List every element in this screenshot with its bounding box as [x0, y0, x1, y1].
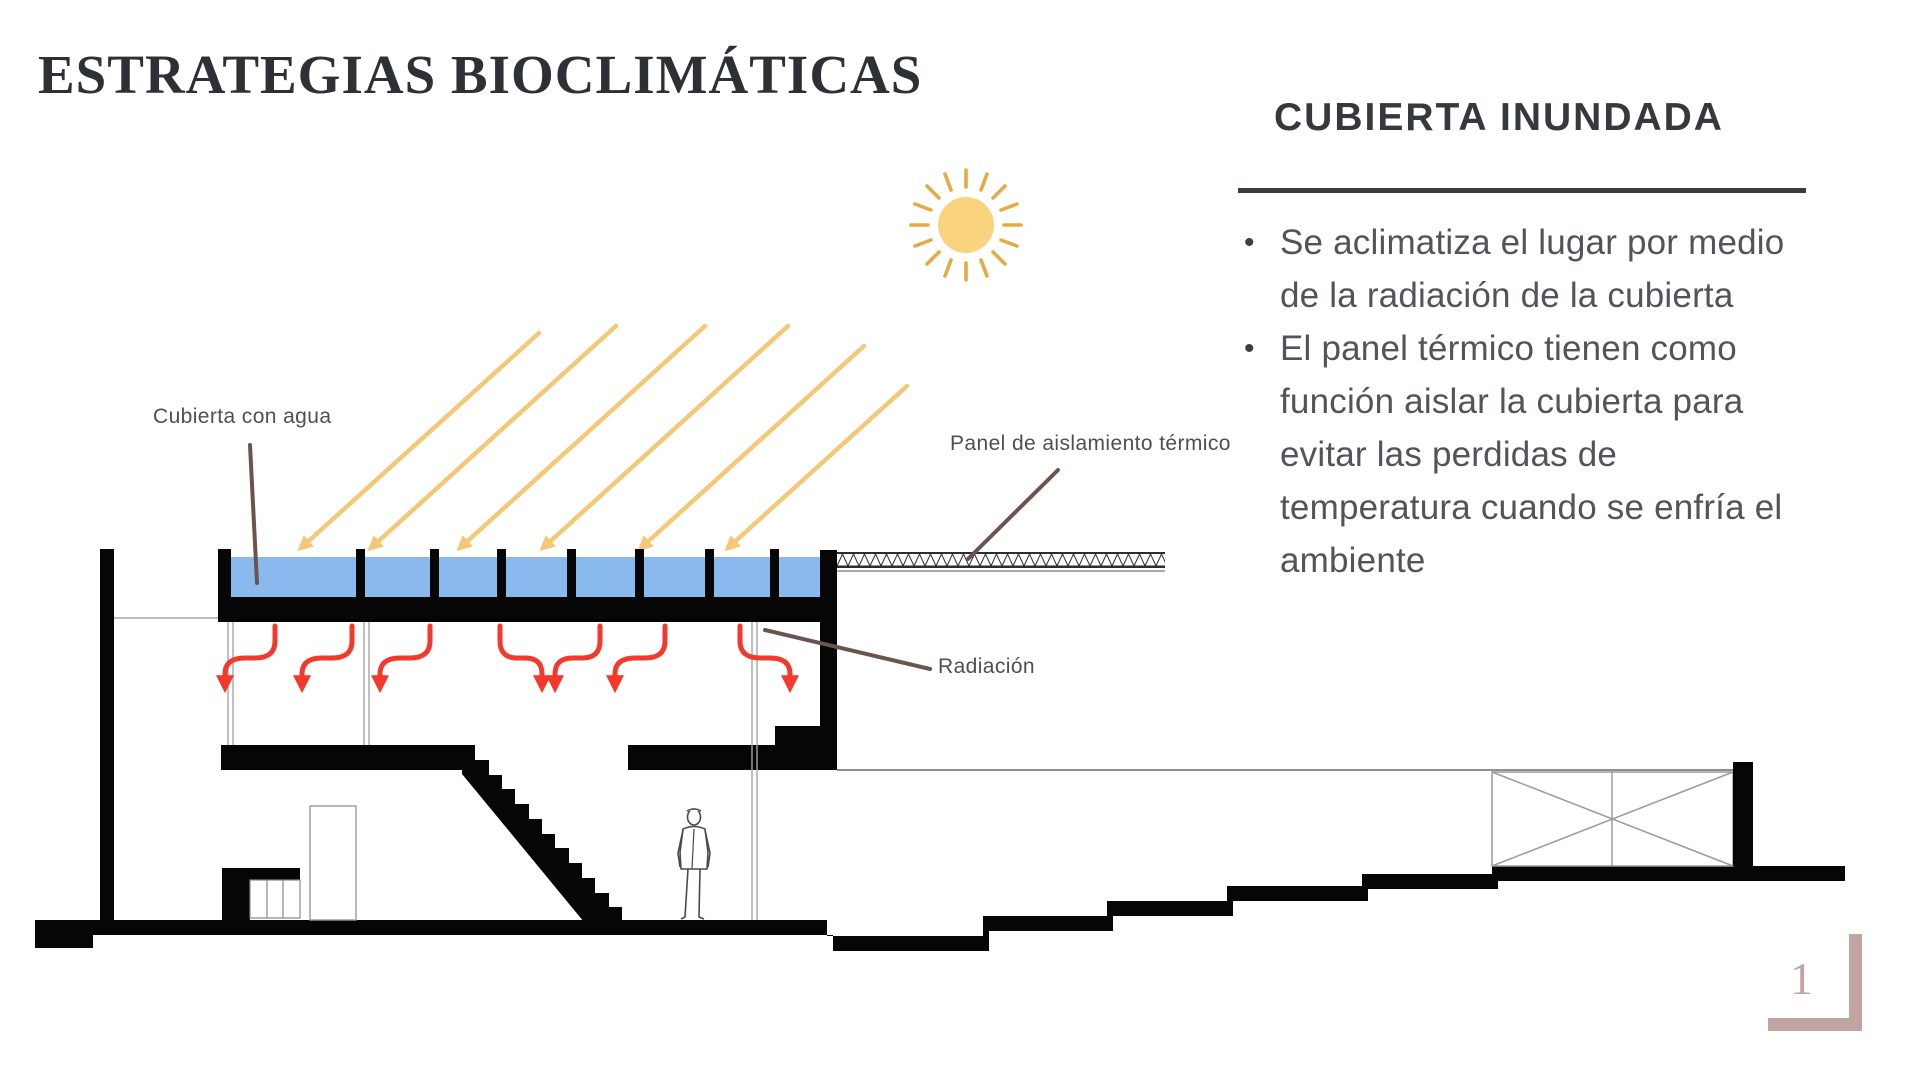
- building-structure: [35, 549, 1845, 951]
- corner-bracket-vertical: [1849, 934, 1862, 1031]
- section-heading: CUBIERTA INUNDADA: [1274, 96, 1724, 139]
- bullet-text: El panel térmico tienen como función ais…: [1280, 329, 1783, 580]
- person-figure: [677, 808, 711, 920]
- bullet-list: • Se aclimatiza el lugar por medio de la…: [1244, 216, 1804, 587]
- heading-divider: [1238, 188, 1806, 193]
- flooded-roof: [218, 549, 837, 622]
- radiation-arrows: [216, 623, 799, 694]
- sun-icon: [909, 168, 1023, 282]
- roof-water: [231, 557, 820, 598]
- bullet-marker: •: [1244, 226, 1255, 259]
- thermal-panel-hatch: [837, 552, 1165, 572]
- leader-lines: [248, 443, 1060, 671]
- solar-ray-arrows: [297, 323, 910, 552]
- bullet-text: Se aclimatiza el lugar por medio de la r…: [1280, 223, 1785, 315]
- terrain-steps: [35, 866, 1845, 951]
- stairs: [462, 745, 622, 922]
- bullet-item: • El panel térmico tienen como función a…: [1244, 322, 1804, 587]
- label-radiacion: Radiación: [938, 655, 1035, 678]
- right-wall: [820, 550, 837, 745]
- bullet-item: • Se aclimatiza el lugar por medio de la…: [1244, 216, 1804, 322]
- leader-water: [248, 443, 259, 585]
- upper-floor-right: [628, 745, 837, 770]
- label-cubierta-con-agua: Cubierta con agua: [153, 405, 332, 428]
- leader-panel: [966, 468, 1060, 561]
- leader-radiation: [763, 628, 932, 671]
- door-frame: [309, 805, 357, 921]
- upper-floor-left: [221, 745, 462, 770]
- page-number: 1: [1790, 953, 1813, 1004]
- right-post: [1733, 762, 1753, 866]
- braced-box: [1491, 771, 1734, 867]
- roof-tray-dividers: [356, 549, 779, 598]
- label-panel-aislamiento: Panel de aislamiento térmico: [950, 432, 1231, 455]
- counter-cabinet: [222, 868, 301, 922]
- bullet-marker: •: [1244, 332, 1255, 365]
- left-wall: [100, 549, 114, 922]
- page-title: ESTRATEGIAS BIOCLIMÁTICAS: [38, 44, 923, 105]
- corner-bracket-horizontal: [1768, 1018, 1862, 1031]
